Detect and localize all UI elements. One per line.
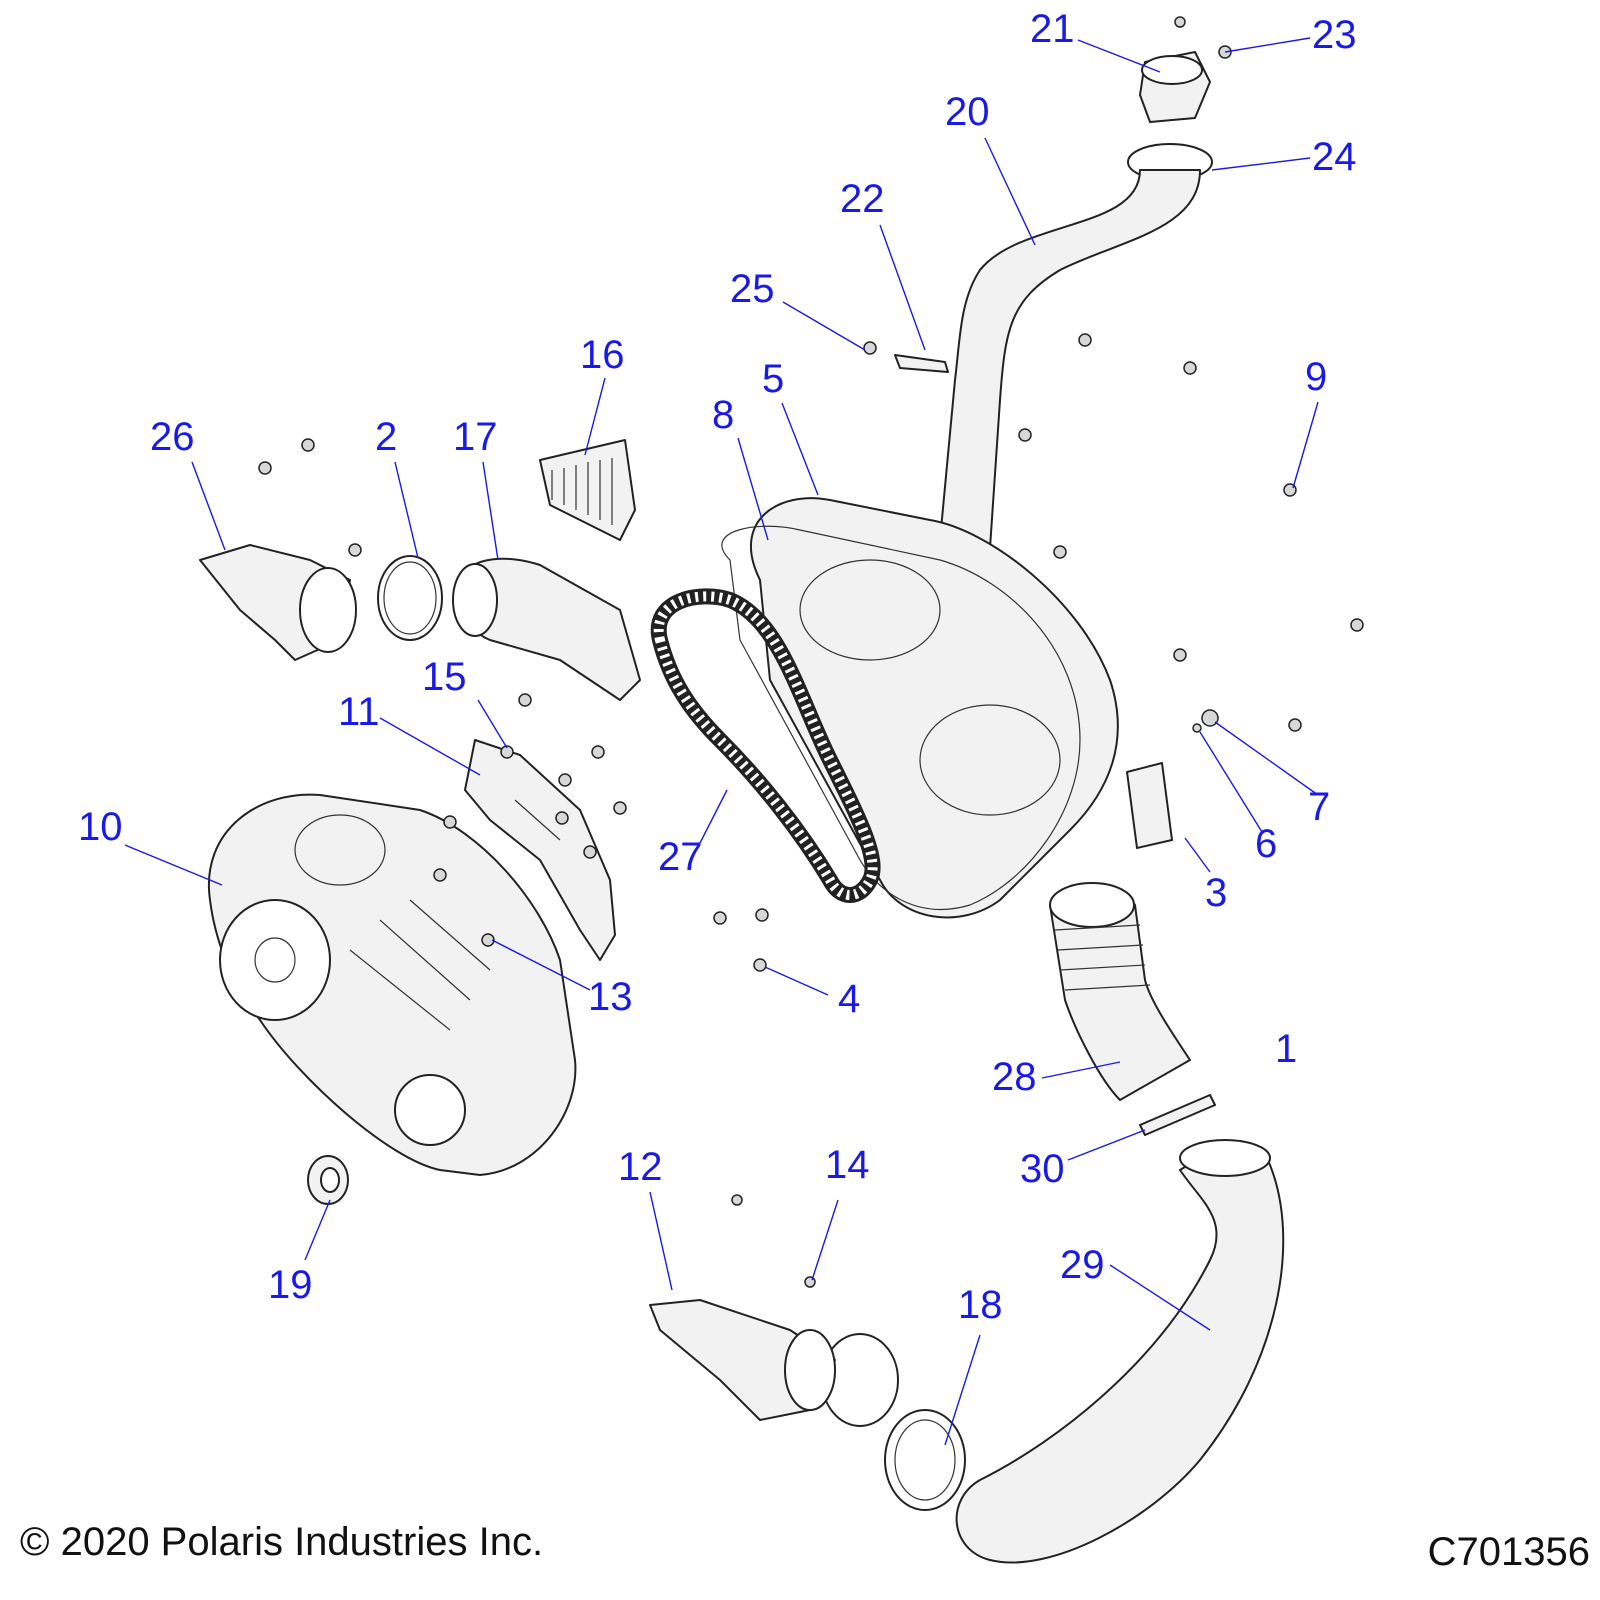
leader-12 bbox=[649, 1191, 673, 1291]
callout-10: 10 bbox=[78, 805, 123, 849]
leader-20 bbox=[984, 137, 1036, 246]
leader-4 bbox=[764, 966, 829, 996]
leader-17 bbox=[482, 461, 499, 561]
leader-23 bbox=[1224, 37, 1311, 53]
part-30-gasket bbox=[1139, 1094, 1216, 1136]
leader-19 bbox=[304, 1199, 331, 1261]
part-27-drive-belt bbox=[650, 588, 881, 903]
callout-1: 1 bbox=[1275, 1027, 1297, 1071]
figure-id: C701356 bbox=[1427, 1530, 1590, 1574]
part-28-flex-duct bbox=[1049, 882, 1191, 1101]
callout-3: 3 bbox=[1205, 871, 1227, 915]
leader-15 bbox=[477, 699, 508, 749]
leader-25 bbox=[782, 301, 866, 351]
callout-14: 14 bbox=[825, 1143, 870, 1187]
leader-13 bbox=[491, 939, 591, 991]
callout-29: 29 bbox=[1060, 1243, 1105, 1287]
callout-11: 11 bbox=[338, 690, 380, 734]
callout-7: 7 bbox=[1308, 785, 1330, 829]
part-22-bracket bbox=[894, 354, 949, 373]
leader-9 bbox=[1292, 401, 1319, 489]
part-12-lower-duct-adapter bbox=[649, 1299, 836, 1421]
part-5-inner-clutch-cover bbox=[749, 497, 1119, 919]
callout-24: 24 bbox=[1312, 135, 1357, 179]
leader-29 bbox=[1109, 1264, 1211, 1331]
callout-13: 13 bbox=[588, 975, 633, 1019]
part-20-exhaust-duct bbox=[939, 169, 1201, 549]
callout-2: 2 bbox=[375, 415, 397, 459]
part-19-washer bbox=[307, 1155, 349, 1205]
leader-18 bbox=[944, 1334, 981, 1446]
leader-3 bbox=[1184, 837, 1211, 873]
leader-2 bbox=[394, 461, 419, 559]
part-11-bracket-plate bbox=[464, 739, 616, 961]
part-18-coupler bbox=[884, 1409, 966, 1511]
callout-26: 26 bbox=[150, 415, 195, 459]
callout-12: 12 bbox=[618, 1145, 663, 1189]
callout-28: 28 bbox=[992, 1055, 1037, 1099]
callout-15: 15 bbox=[422, 655, 467, 699]
leader-16 bbox=[584, 377, 606, 456]
callout-16: 16 bbox=[580, 333, 625, 377]
leader-26 bbox=[191, 461, 226, 551]
callout-19: 19 bbox=[268, 1263, 313, 1307]
part-2-clamp bbox=[377, 555, 443, 641]
leader-22 bbox=[879, 224, 926, 351]
part-29-lower-duct bbox=[955, 1139, 1285, 1564]
leader-11 bbox=[379, 717, 481, 776]
callout-17: 17 bbox=[453, 415, 498, 459]
callout-18: 18 bbox=[958, 1283, 1003, 1327]
leader-5 bbox=[781, 402, 819, 496]
leader-10 bbox=[124, 844, 223, 886]
callout-8: 8 bbox=[712, 393, 734, 437]
callout-9: 9 bbox=[1305, 355, 1327, 399]
part-16-screen bbox=[539, 439, 636, 541]
callout-21: 21 bbox=[1030, 7, 1075, 51]
leader-30 bbox=[1067, 1129, 1146, 1161]
leader-lines bbox=[124, 37, 1319, 1446]
callout-23: 23 bbox=[1312, 13, 1357, 57]
callout-6: 6 bbox=[1255, 822, 1277, 866]
part-17-intake-duct bbox=[452, 557, 641, 701]
callout-5: 5 bbox=[762, 357, 784, 401]
leader-6 bbox=[1199, 731, 1263, 833]
hardware-fasteners bbox=[258, 16, 1364, 1288]
leader-24 bbox=[1211, 157, 1311, 171]
part-26-duct-adapter bbox=[199, 544, 357, 661]
copyright-text: © 2020 Polaris Industries Inc. bbox=[20, 1520, 544, 1564]
leader-8 bbox=[737, 437, 769, 541]
part-10-outer-clutch-cover bbox=[207, 793, 577, 1176]
leader-27 bbox=[699, 789, 728, 844]
callout-20: 20 bbox=[945, 90, 990, 134]
leader-7 bbox=[1214, 721, 1319, 796]
callout-30: 30 bbox=[1020, 1147, 1065, 1191]
callout-4: 4 bbox=[838, 977, 860, 1021]
part-21-duct-cap bbox=[1139, 51, 1211, 123]
callout-25: 25 bbox=[730, 267, 775, 311]
leader-28 bbox=[1041, 1061, 1121, 1079]
callout-numbers: 21 23 20 24 22 25 16 9 5 8 26 2 17 15 11… bbox=[78, 7, 1357, 1327]
leader-21 bbox=[1077, 39, 1161, 73]
callout-27: 27 bbox=[658, 835, 703, 879]
part-3-label bbox=[1126, 762, 1173, 849]
leader-14 bbox=[811, 1199, 839, 1281]
callout-22: 22 bbox=[840, 177, 885, 221]
part-8-seal bbox=[721, 525, 1081, 910]
